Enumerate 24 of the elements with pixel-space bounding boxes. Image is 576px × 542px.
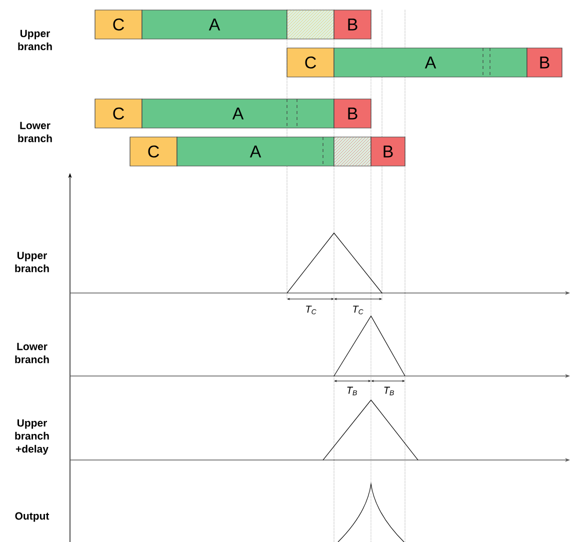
a-block: A [142, 10, 288, 40]
row-label: Upper branch [15, 252, 49, 272]
c-block: C [286, 48, 334, 78]
duration-label: T$_{B}$ [347, 386, 357, 396]
c-block: C [130, 136, 178, 166]
c-block: C [94, 10, 142, 40]
hatched-block [334, 136, 372, 166]
row-label: Lower branch [18, 122, 52, 142]
a-block: A [142, 98, 334, 128]
b-block: B [526, 48, 562, 78]
row-label: Upper branch +delay [15, 419, 49, 455]
c-block: C [94, 98, 142, 128]
row-label: Output [15, 512, 50, 522]
duration-label: T$_{B}$ [384, 386, 394, 396]
row-label: Lower branch [15, 342, 49, 364]
b-block: B [370, 136, 406, 166]
row-label: Upper branch [18, 30, 52, 50]
duration-label: T$_{C}$ [353, 306, 364, 314]
a-block: A [176, 136, 334, 166]
b-block: B [334, 98, 372, 128]
hatched-block [286, 10, 334, 40]
a-block: A [334, 48, 528, 78]
duration-label: T$_{C}$ [306, 306, 316, 314]
b-block: B [334, 10, 372, 40]
